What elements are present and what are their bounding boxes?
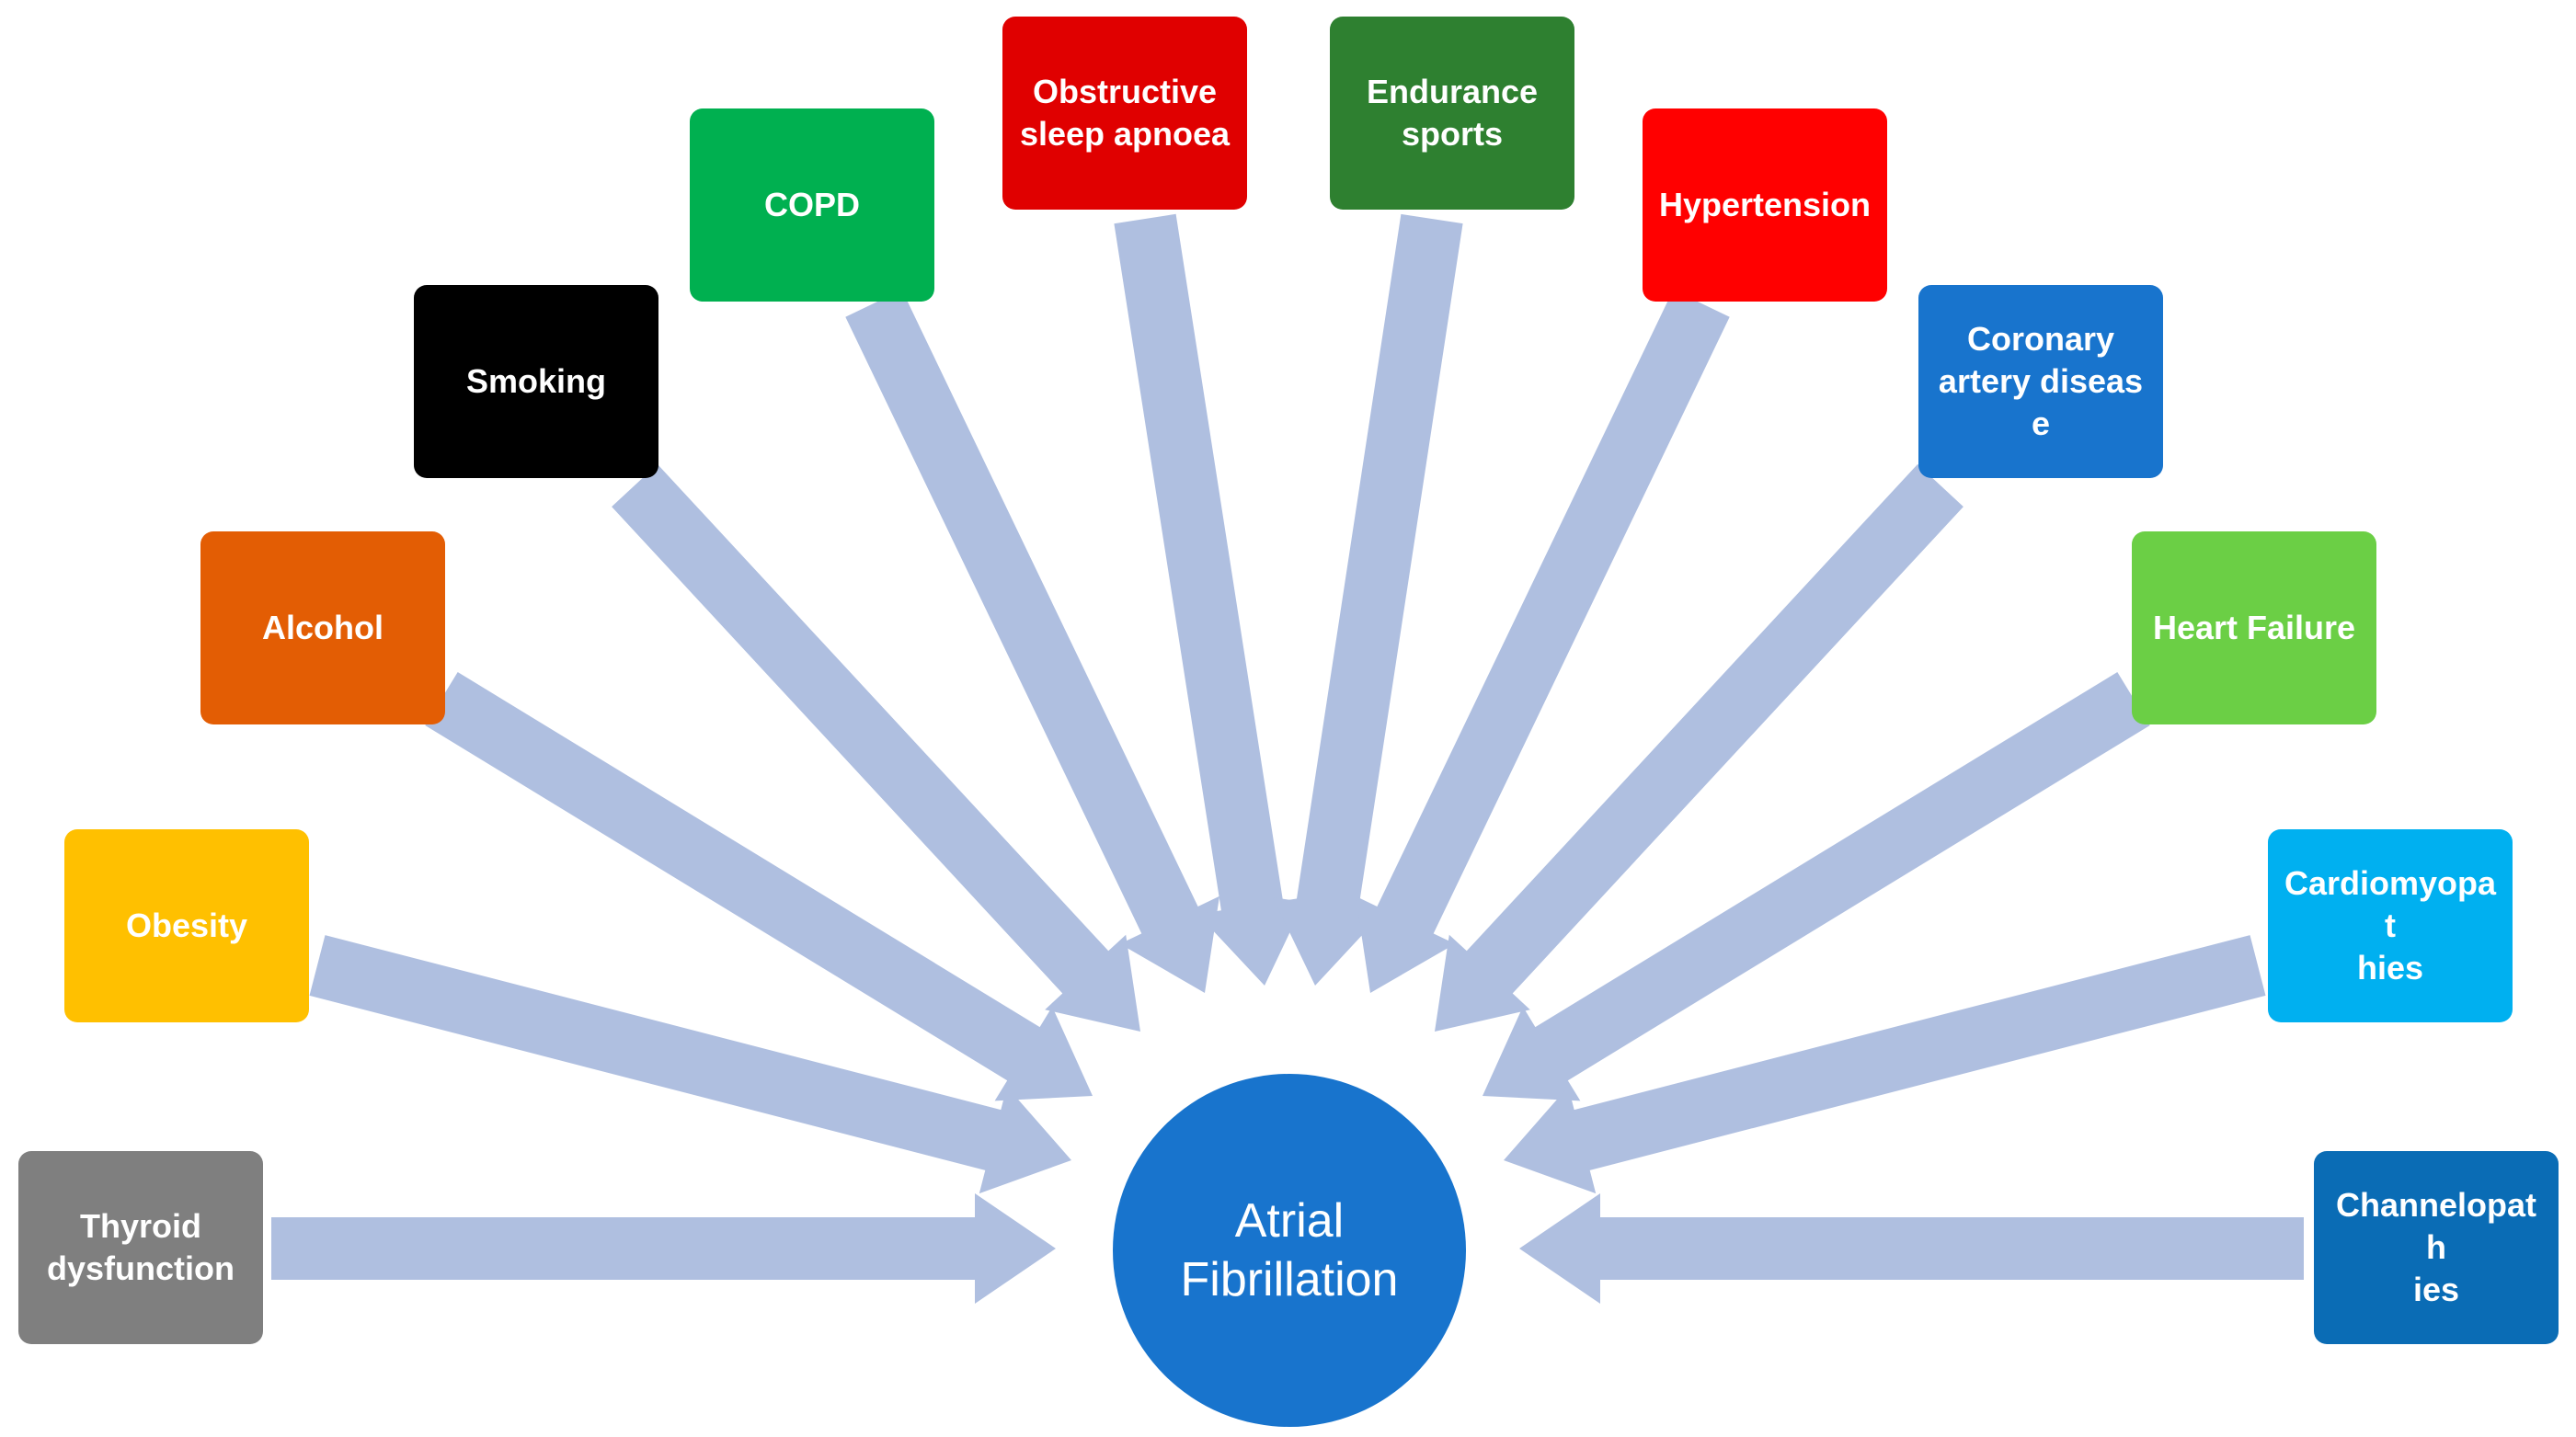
factor-copd: COPD [690, 108, 934, 302]
factor-label: COPD [763, 186, 860, 223]
factor-label: Smoking [465, 362, 606, 400]
factor-channelopathies: Channelopath ies [2314, 1151, 2559, 1344]
factor-label: Hypertension [1658, 186, 1872, 223]
factor-cardiomyopathies: Cardiomyopat hies [2268, 829, 2513, 1022]
factor-label: Alcohol [262, 609, 384, 646]
arrow-hypertension [1356, 290, 1730, 993]
arrow-obstructive-sleep-apnoea [1114, 213, 1307, 987]
factor-endurance-sports: Endurance sports [1330, 17, 1574, 210]
factor-coronary-artery-disease: Coronary artery disease [1918, 285, 2163, 478]
factor-label: Thyroid dysfunction [47, 1207, 235, 1287]
factor-obstructive-sleep-apnoea: Obstructive sleep apnoea [1002, 17, 1247, 210]
arrow-channelopathies [1519, 1193, 2304, 1304]
factor-smoking: Smoking [414, 285, 658, 478]
arrow-alcohol [425, 672, 1093, 1101]
arrow-thyroid-dysfunction [271, 1193, 1056, 1304]
arrow-obesity [309, 935, 1071, 1194]
factor-label: Channelopath ies [2335, 1186, 2536, 1308]
arrow-copd [845, 290, 1219, 993]
factor-heart-failure: Heart Failure [2132, 531, 2376, 724]
factor-label: Heart Failure [2152, 609, 2356, 646]
atrial-fibrillation-circle: Atrial Fibrillation [1113, 1074, 1466, 1427]
arrow-cardiomyopathies [1504, 935, 2266, 1194]
factor-label: Cardiomyopat hies [2284, 864, 2497, 987]
factor-alcohol: Alcohol [200, 531, 445, 724]
arrow-heart-failure [1483, 672, 2150, 1101]
factor-hypertension: Hypertension [1643, 108, 1887, 302]
factor-label: Obesity [125, 907, 248, 944]
factor-obesity: Obesity [64, 829, 309, 1022]
factor-label: Obstructive sleep apnoea [1019, 73, 1231, 153]
center-label: Atrial Fibrillation [1180, 1194, 1399, 1306]
arrow-smoking [612, 463, 1140, 1032]
arrow-coronary-artery-disease [1435, 463, 1963, 1032]
arrow-endurance-sports [1272, 213, 1463, 986]
factor-thyroid-dysfunction: Thyroid dysfunction [18, 1151, 263, 1344]
factor-label: Coronary artery disease [1938, 320, 2144, 442]
factor-label: Endurance sports [1366, 73, 1539, 153]
